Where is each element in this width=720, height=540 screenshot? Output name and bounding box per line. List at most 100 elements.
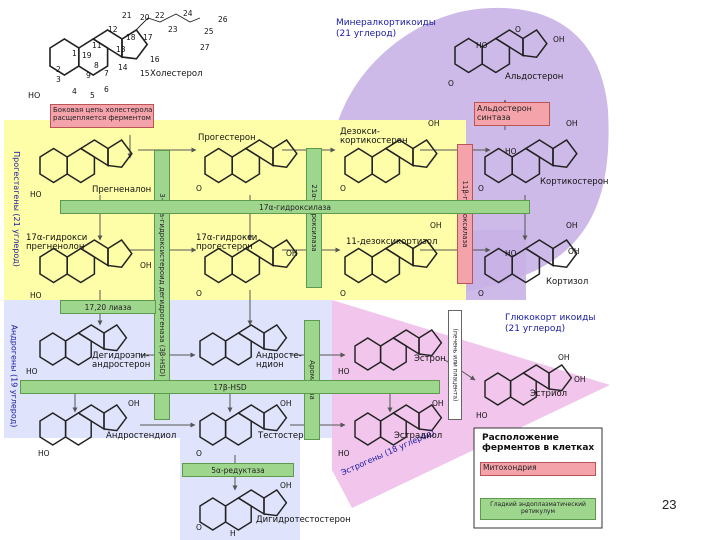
carbon-number: 15 bbox=[140, 69, 150, 78]
carbon-number: 1 bbox=[72, 49, 77, 58]
carbon-number: 27 bbox=[200, 43, 210, 52]
carbon-number: 5 bbox=[90, 91, 95, 100]
atom-label: OH bbox=[428, 119, 440, 128]
dihydrotestosterone-label: Дигидротестостерон bbox=[256, 515, 351, 525]
atom-label: OH bbox=[432, 399, 444, 408]
atom-label: OH bbox=[280, 481, 292, 490]
atom-label: O bbox=[196, 523, 202, 532]
atom-label: OH bbox=[128, 399, 140, 408]
pregnenolone-label: Прегненалон bbox=[92, 185, 152, 195]
carbon-number: 9 bbox=[86, 71, 91, 80]
carbon-number: 8 bbox=[94, 61, 99, 70]
atom-label: O bbox=[340, 184, 346, 193]
page-number: 23 bbox=[662, 497, 677, 512]
deoxycorticosterone-label: Дезокси- кортикостерон bbox=[340, 127, 408, 147]
carbon-number: 6 bbox=[104, 85, 109, 94]
carbon-number: 12 bbox=[108, 25, 118, 34]
carbon-number: 16 bbox=[150, 55, 160, 64]
side-chain-cleavage-enzyme: Боковая цепь холестерола расщепляется фе… bbox=[50, 104, 154, 128]
legend-er: Гладкий эндоплазматический ретикулум bbox=[480, 498, 596, 520]
atom-label: HO bbox=[338, 449, 350, 458]
carbon-number: 7 bbox=[104, 69, 109, 78]
aldosterone-label: Альдостерон bbox=[505, 72, 564, 82]
atom-label: H bbox=[230, 529, 236, 538]
cholesterol-structure bbox=[49, 13, 201, 76]
hsd3b-enzyme: 3-бета-гидроксистероид дегидрогеназа (3β… bbox=[154, 150, 170, 420]
atom-label: O bbox=[196, 184, 202, 193]
cholesterol-label: Холестерол bbox=[150, 69, 203, 79]
atom-label: HO bbox=[476, 41, 488, 50]
lyase1720-enzyme: 17,20 лиаза bbox=[60, 300, 156, 314]
carbon-number: 11 bbox=[92, 41, 102, 50]
atom-label: HO bbox=[28, 91, 41, 100]
cortisol-label: Кортизол bbox=[546, 277, 589, 287]
atom-label: HO bbox=[505, 147, 517, 156]
carbon-number: 2 bbox=[56, 65, 61, 74]
atom-label: OH bbox=[430, 221, 442, 230]
estriol-label: Эстриол bbox=[530, 389, 568, 399]
pregnenolone-structure bbox=[39, 139, 133, 184]
atom-label: OH bbox=[558, 353, 570, 362]
hydroxylase21-enzyme: 21α-гидроксилаза bbox=[306, 148, 322, 288]
carbon-number: 25 bbox=[204, 27, 214, 36]
hydroxypregnenolone-label: 17α-гидрокси прегненолон bbox=[26, 233, 88, 253]
carbon-number: 17 bbox=[143, 33, 153, 42]
hydroxylase17a-enzyme: 17α-гидроксилаза bbox=[60, 200, 530, 214]
atom-label: HO bbox=[476, 411, 488, 420]
atom-label: O bbox=[478, 289, 484, 298]
androgen-title: Андрогены (19 углерод) bbox=[9, 324, 19, 428]
carbon-number: 22 bbox=[155, 11, 165, 20]
atom-label: O bbox=[196, 289, 202, 298]
carbon-number: 20 bbox=[140, 13, 150, 22]
progestagen-title: Прогестагены (21 углерод) bbox=[11, 151, 21, 267]
carbon-number: 3 bbox=[56, 75, 61, 84]
estrone-label: Эстрон bbox=[414, 354, 446, 364]
atom-label: O bbox=[478, 184, 484, 193]
atom-label: O bbox=[340, 289, 346, 298]
atom-label: O bbox=[448, 79, 454, 88]
deoxycortisol-label: 11-дезоксикортизол bbox=[346, 237, 438, 247]
aldosterone-structure bbox=[454, 29, 548, 74]
progesterone-structure bbox=[204, 139, 298, 184]
atom-label: O bbox=[515, 25, 521, 34]
mineralocorticoid-title: Минералкортикоиды (21 углерод) bbox=[336, 18, 436, 39]
atom-label: OH bbox=[568, 247, 580, 256]
atom-label: HO bbox=[505, 249, 517, 258]
atom-label: HO bbox=[38, 449, 50, 458]
carbon-number: 24 bbox=[183, 9, 193, 18]
atom-label: OH bbox=[574, 375, 586, 384]
aldosterone-synthase-enzyme: Альдостерон синтаза bbox=[474, 102, 550, 126]
hydroxylase11b-enzyme: 11β-гидроксилаза bbox=[457, 144, 473, 284]
glucocorticoid-title: Глюкокорт икоиды (21 углерод) bbox=[505, 313, 596, 334]
estradiol-label: Эстрадиол bbox=[394, 431, 443, 441]
carbon-number: 18 bbox=[126, 33, 136, 42]
carbon-number: 21 bbox=[122, 11, 132, 20]
estrogen-region bbox=[332, 300, 610, 508]
atom-label: HO bbox=[26, 367, 38, 376]
testosterone-label: Тестостерон bbox=[258, 431, 315, 441]
carbon-number: 14 bbox=[118, 63, 128, 72]
carbon-number: 26 bbox=[218, 15, 228, 24]
carbon-number: 13 bbox=[116, 45, 126, 54]
carbon-number: 4 bbox=[72, 87, 77, 96]
legend-mitochondria: Митохондрия bbox=[480, 462, 596, 476]
atom-label: OH bbox=[140, 261, 152, 270]
atom-label: OH bbox=[566, 221, 578, 230]
atom-label: O bbox=[196, 449, 202, 458]
hsd17b-enzyme: 17β-HSD bbox=[20, 380, 440, 394]
atom-label: HO bbox=[338, 367, 350, 376]
reductase5a-enzyme: 5α-редуктаза bbox=[182, 463, 294, 477]
androstenedione-label: Андросте- ндион bbox=[256, 351, 302, 371]
carbon-number: 23 bbox=[168, 25, 178, 34]
liver-placenta-note: (печень или плацента) bbox=[448, 310, 462, 420]
atom-label: OH bbox=[566, 119, 578, 128]
legend-title: Расположение ферментов в клетках bbox=[482, 433, 595, 453]
corticosterone-label: Кортикостерон bbox=[540, 177, 609, 187]
atom-label: HO bbox=[30, 291, 42, 300]
glucocorticoid-region bbox=[466, 230, 526, 300]
dhea-label: Дегидроэпи- андростерон bbox=[92, 351, 151, 371]
carbon-number: 19 bbox=[82, 51, 92, 60]
atom-label: OH bbox=[286, 249, 298, 258]
atom-label: HO bbox=[30, 190, 42, 199]
